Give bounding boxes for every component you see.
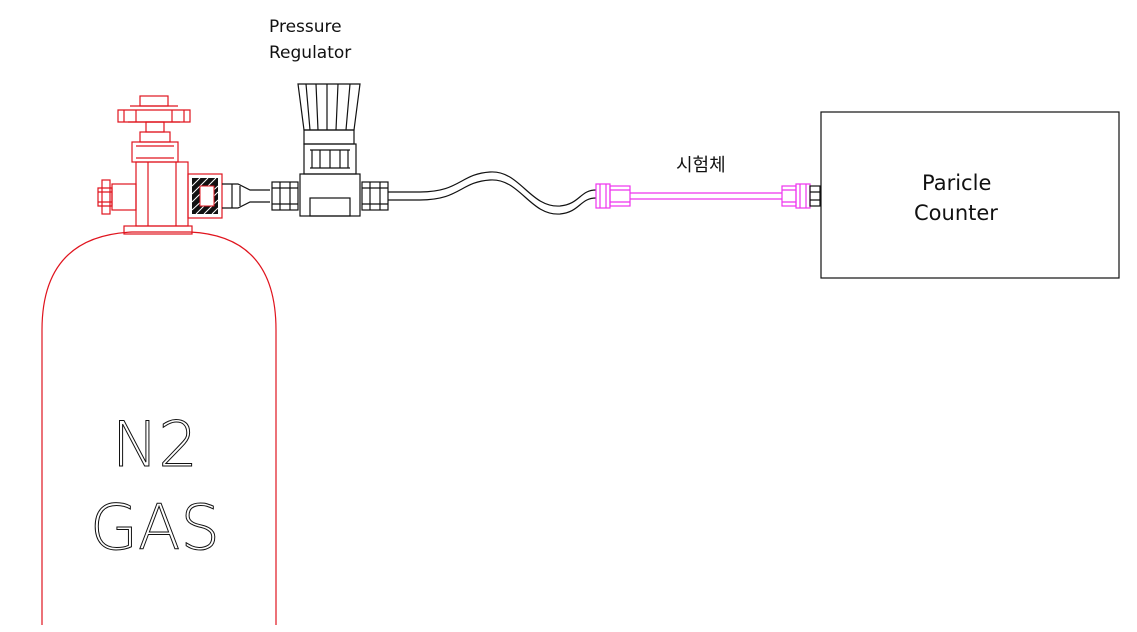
specimen-left-fitting <box>595 183 611 209</box>
cga-nut <box>187 173 223 219</box>
regulator-label-line1: Pressure <box>269 17 342 37</box>
particle-counter-box <box>820 111 1120 279</box>
cylinder-valve <box>97 95 191 227</box>
side-port <box>111 183 137 211</box>
valve-body <box>135 161 189 227</box>
handwheel-top <box>139 95 169 107</box>
cylinder-label-line1: N2 <box>112 408 198 481</box>
flexible-hose <box>388 171 597 215</box>
spindle <box>145 121 165 133</box>
cylinder-label-line2: GAS <box>90 491 220 564</box>
counter-label-line2: Counter <box>914 201 998 225</box>
regulator-label-line2: Regulator <box>269 43 351 63</box>
inlet-stem <box>222 183 270 209</box>
regulator-knob <box>297 83 361 131</box>
handwheel <box>117 109 191 123</box>
cylinder-neck <box>123 225 193 235</box>
regulator-body <box>299 173 361 217</box>
pressure-regulator <box>271 83 389 217</box>
specimen-tube <box>595 183 811 209</box>
counter-label-line1: Paricle <box>922 171 991 195</box>
bonnet <box>131 141 179 163</box>
regulator-outlet-fitting <box>361 181 389 211</box>
counter-inlet-nut <box>809 185 821 207</box>
specimen-label: 시험체 <box>676 155 726 176</box>
regulator-inlet-fitting <box>271 181 299 211</box>
cylinder-body <box>41 231 277 625</box>
specimen-right-fitting <box>795 183 811 209</box>
specimen-line <box>630 192 782 200</box>
